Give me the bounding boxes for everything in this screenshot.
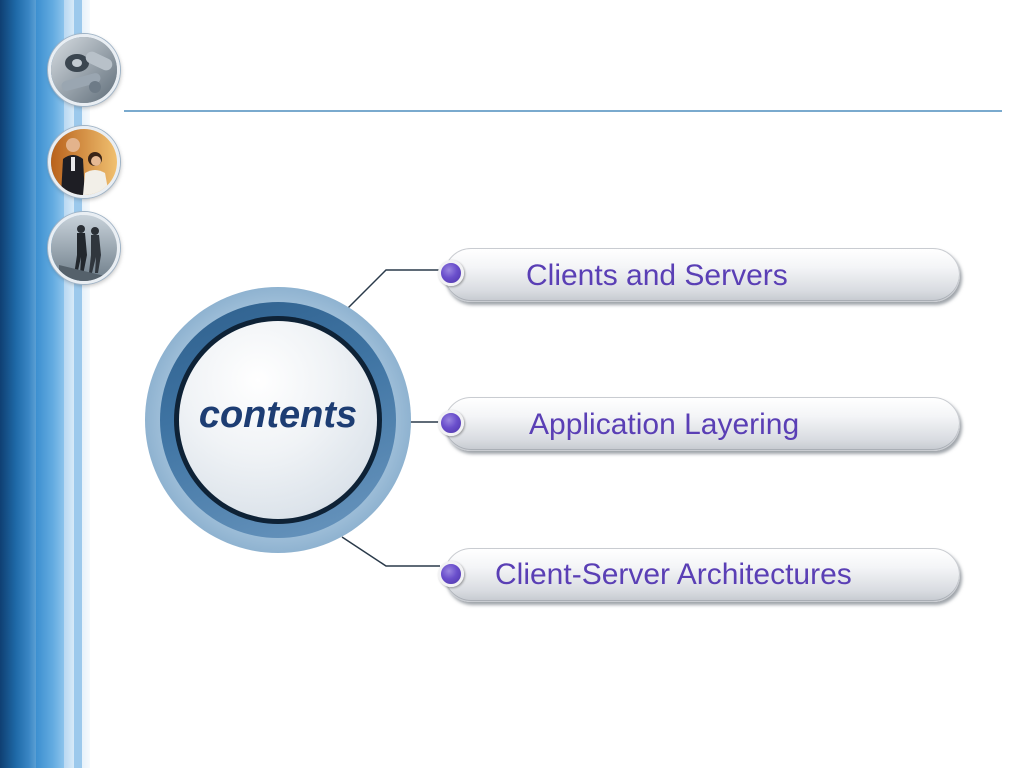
contents-circle-face — [179, 321, 377, 519]
bullet-icon — [438, 410, 464, 436]
business-people-photo-icon — [48, 126, 120, 198]
sidebar-dark-band — [0, 0, 36, 768]
contents-title: contents — [198, 394, 358, 436]
header-divider — [124, 110, 1002, 112]
menu-item-application-layering[interactable] — [444, 397, 960, 451]
menu-item-label: Application Layering — [529, 408, 800, 441]
sidebar-stripe — [82, 0, 90, 768]
menu-item-label: Clients and Servers — [526, 259, 788, 292]
menu-item-clients-and-servers[interactable] — [444, 248, 960, 302]
sidebar-light-band — [36, 0, 64, 768]
gears-photo-icon — [48, 34, 120, 106]
menu-item-label: Client-Server Architectures — [495, 558, 852, 591]
bullet-icon — [438, 561, 464, 587]
bullet-icon — [438, 260, 464, 286]
menu-item-client-server-architectures[interactable] — [444, 548, 960, 602]
walking-people-photo-icon — [48, 212, 120, 284]
sidebar-stripe — [74, 0, 82, 768]
sidebar-stripe — [64, 0, 74, 768]
